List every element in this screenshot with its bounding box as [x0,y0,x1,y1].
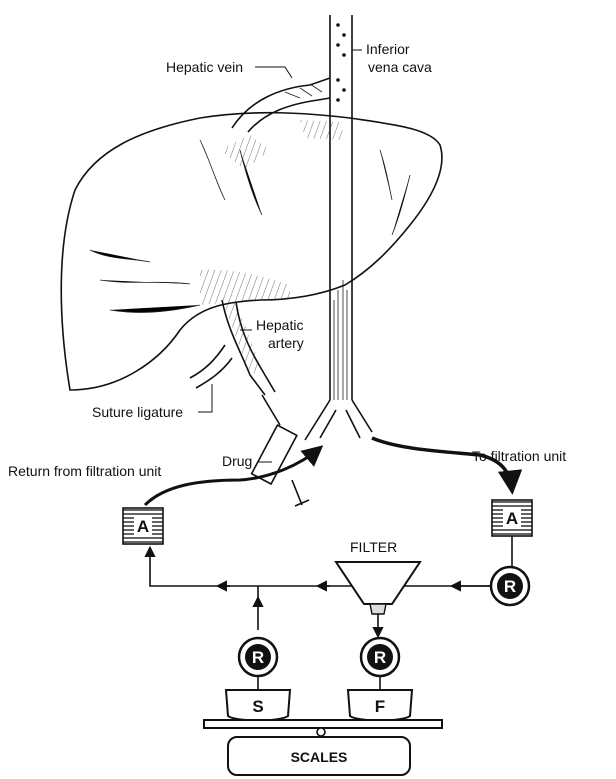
flow-lines [145,438,512,505]
return-circuit [150,548,490,630]
svg-text:A: A [137,517,149,536]
ivc-label-line1: Inferior [366,41,410,57]
drug-syringe [252,395,309,506]
leader-lines [198,50,362,462]
filter-label: FILTER [350,539,397,555]
pump-s: R [239,638,277,690]
svg-text:A: A [506,509,518,528]
pump-right: R [491,536,529,605]
svg-text:S: S [252,697,263,716]
scales-label: SCALES [291,749,348,765]
drug-label: Drug [222,453,252,469]
svg-text:R: R [374,648,386,667]
container-s: S [226,690,290,721]
hepatic-artery-label-line1: Hepatic [256,317,303,333]
hepatic-artery-label-line2: artery [268,335,304,351]
reservoir-right: A [492,500,532,536]
scales: SCALES [204,720,442,775]
reservoir-left: A [123,508,163,544]
svg-text:R: R [504,577,516,596]
container-f: F [348,690,412,721]
inferior-vena-cava [305,15,372,440]
pump-f: R [361,638,399,690]
svg-text:F: F [375,697,385,716]
return-from-filtration-label: Return from filtration unit [8,463,161,479]
hepatic-vein-label: Hepatic vein [166,59,243,75]
ivc-label-line2: vena cava [368,59,432,75]
filter-funnel [336,562,420,636]
suture-ligature-label: Suture ligature [92,404,183,420]
hepatic-artery [190,300,275,395]
svg-text:R: R [252,648,264,667]
